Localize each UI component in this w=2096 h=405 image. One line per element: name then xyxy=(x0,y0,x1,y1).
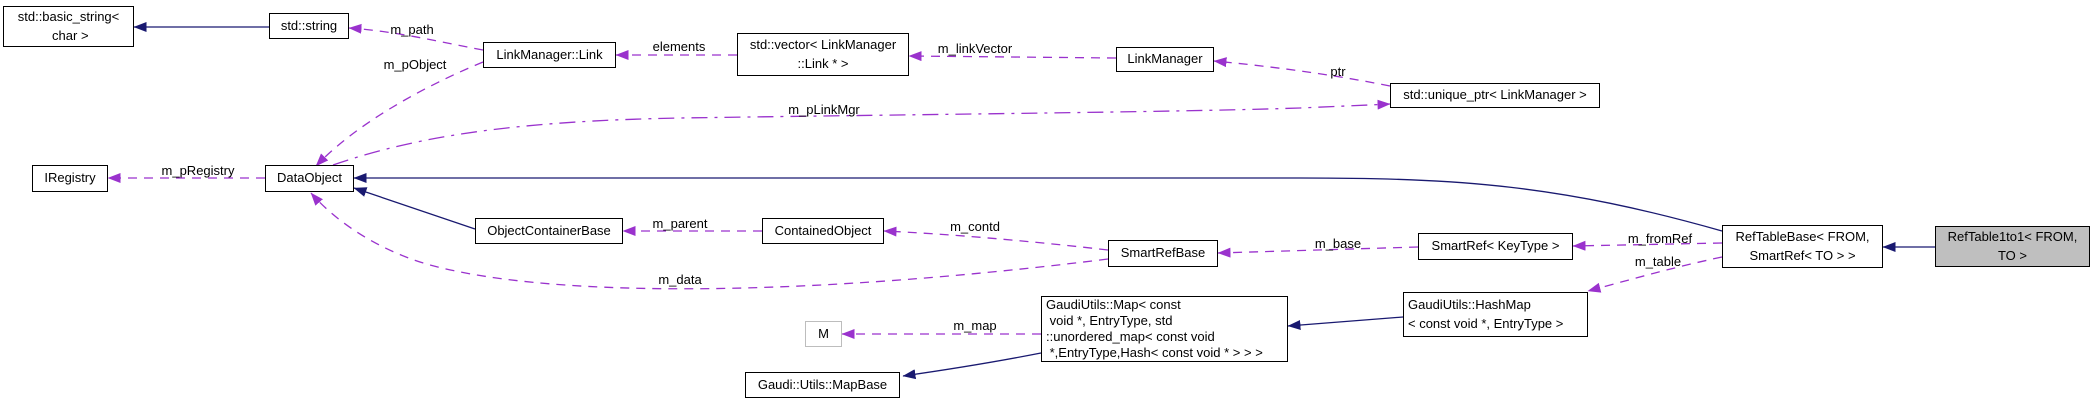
edge-label-use-elements: elements xyxy=(653,39,706,54)
node-std-basic-string[interactable]: std::basic_string< char > xyxy=(3,6,134,47)
edge-label-use-m-parent: m_parent xyxy=(653,216,708,231)
node-smartref-keytype[interactable]: SmartRef< KeyType > xyxy=(1418,233,1573,260)
edge-use-m-contd xyxy=(883,226,1109,251)
edge-label-use-ptr: ptr xyxy=(1330,64,1346,79)
node-objectcontainerbase[interactable]: ObjectContainerBase xyxy=(475,218,623,244)
edge-label-use-m-linkvector: m_linkVector xyxy=(938,41,1013,56)
edge-use-m-table xyxy=(1587,256,1723,293)
node-std-unique-ptr-linkmanager[interactable]: std::unique_ptr< LinkManager > xyxy=(1390,83,1600,108)
node-m-param: M xyxy=(805,321,842,347)
node-linkmanager-link[interactable]: LinkManager::Link xyxy=(483,42,616,68)
edge-inh-hashmap-map xyxy=(1287,316,1404,331)
node-gaudiutils-hashmap[interactable]: GaudiUtils::HashMap < const void *, Entr… xyxy=(1403,292,1588,337)
edge-label-use-m-table: m_table xyxy=(1635,254,1681,269)
node-reftable1to1: RefTable1to1< FROM, TO > xyxy=(1935,226,2090,267)
node-std-vector-linkmanager-link[interactable]: std::vector< LinkManager ::Link * > xyxy=(737,33,909,76)
edge-inh-ocb-dataobject xyxy=(353,187,476,230)
edge-label-use-m-contd: m_contd xyxy=(950,219,1000,234)
node-containedobject[interactable]: ContainedObject xyxy=(762,218,884,244)
edge-label-use-m-pregistry: m_pRegistry xyxy=(162,163,235,178)
edge-use-m-fromref xyxy=(1572,240,1723,251)
edge-label-use-m-plinkmgr: m_pLinkMgr xyxy=(788,102,860,117)
edge-use-m-base xyxy=(1217,246,1419,258)
node-gaudiutils-map[interactable]: GaudiUtils::Map< const void *, EntryType… xyxy=(1041,296,1288,362)
edge-label-use-m-map: m_map xyxy=(953,318,996,333)
edge-use-ptr xyxy=(1213,57,1391,87)
edge-use-m-plinkmgr xyxy=(332,99,1391,166)
node-reftablebase[interactable]: RefTableBase< FROM, SmartRef< TO > > xyxy=(1722,225,1883,268)
node-gaudi-utils-mapbase[interactable]: Gaudi::Utils::MapBase xyxy=(745,372,900,398)
edge-inh-reftablebase-dataobject xyxy=(353,173,1723,232)
node-linkmanager[interactable]: LinkManager xyxy=(1116,47,1214,72)
edge-use-m-linkvector xyxy=(908,51,1117,62)
node-dataobject[interactable]: DataObject xyxy=(265,165,354,192)
edge-use-m-pobject xyxy=(315,61,484,167)
edge-label-use-m-fromref: m_fromRef xyxy=(1628,231,1693,246)
edge-use-m-data xyxy=(310,192,1109,290)
edge-label-use-m-pobject: m_pObject xyxy=(384,57,447,72)
edge-label-use-m-base: m_base xyxy=(1315,236,1361,251)
node-iregistry[interactable]: IRegistry xyxy=(32,165,108,192)
node-std-string[interactable]: std::string xyxy=(269,13,349,39)
edge-label-use-m-data: m_data xyxy=(658,272,702,287)
node-smartrefbase[interactable]: SmartRefBase xyxy=(1108,240,1218,267)
edge-label-use-m-path: m_path xyxy=(390,22,433,37)
edge-inh-map-mapbase xyxy=(902,352,1042,380)
edge-use-m-path xyxy=(348,23,484,51)
